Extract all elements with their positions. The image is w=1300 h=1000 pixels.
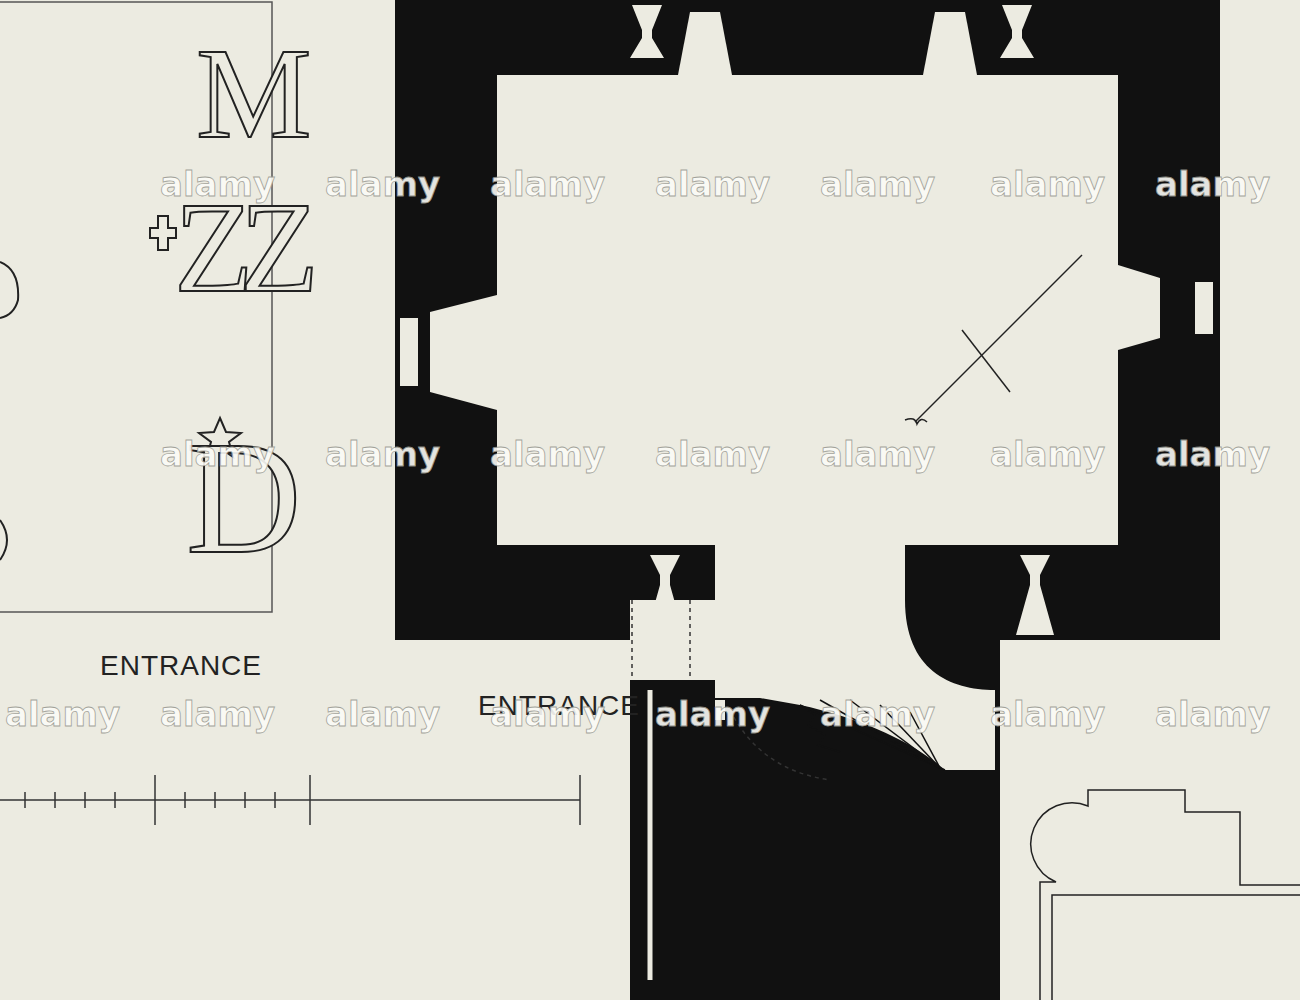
watermark: alamy	[325, 697, 440, 731]
watermark: alamy	[655, 167, 770, 201]
scale-bar	[0, 775, 580, 825]
moulding-profile	[1031, 790, 1300, 1000]
watermark: alamy	[160, 697, 275, 731]
watermark: alamy	[160, 437, 275, 471]
watermark: alamy	[325, 167, 440, 201]
watermark: alamy	[990, 437, 1105, 471]
watermark: alamy	[325, 437, 440, 471]
watermark: alamy	[820, 437, 935, 471]
watermark: alamy	[990, 167, 1105, 201]
sword-mark	[905, 255, 1082, 424]
inscription-letter: M	[196, 28, 312, 158]
entrance-label: ENTRANCE	[100, 652, 262, 680]
partial-letter	[0, 262, 18, 318]
spiral-stair	[650, 690, 945, 980]
watermark: alamy	[490, 437, 605, 471]
watermark: alamy	[655, 437, 770, 471]
watermark: alamy	[5, 697, 120, 731]
watermark: alamy	[160, 167, 275, 201]
window-embrasure	[400, 5, 1213, 635]
watermark: alamy	[1155, 437, 1270, 471]
watermark: alamy	[820, 167, 935, 201]
watermark: alamy	[990, 697, 1105, 731]
watermark: alamy	[820, 697, 935, 731]
watermark: alamy	[1155, 697, 1270, 731]
watermark: alamy	[490, 167, 605, 201]
watermark: alamy	[490, 697, 605, 731]
partial-letter	[0, 520, 7, 560]
tower-walls	[395, 0, 1220, 1000]
cross-symbol	[150, 216, 176, 250]
watermark: alamy	[1155, 167, 1270, 201]
watermark: alamy	[655, 697, 770, 731]
inscription-letter: ZZ	[174, 182, 305, 312]
